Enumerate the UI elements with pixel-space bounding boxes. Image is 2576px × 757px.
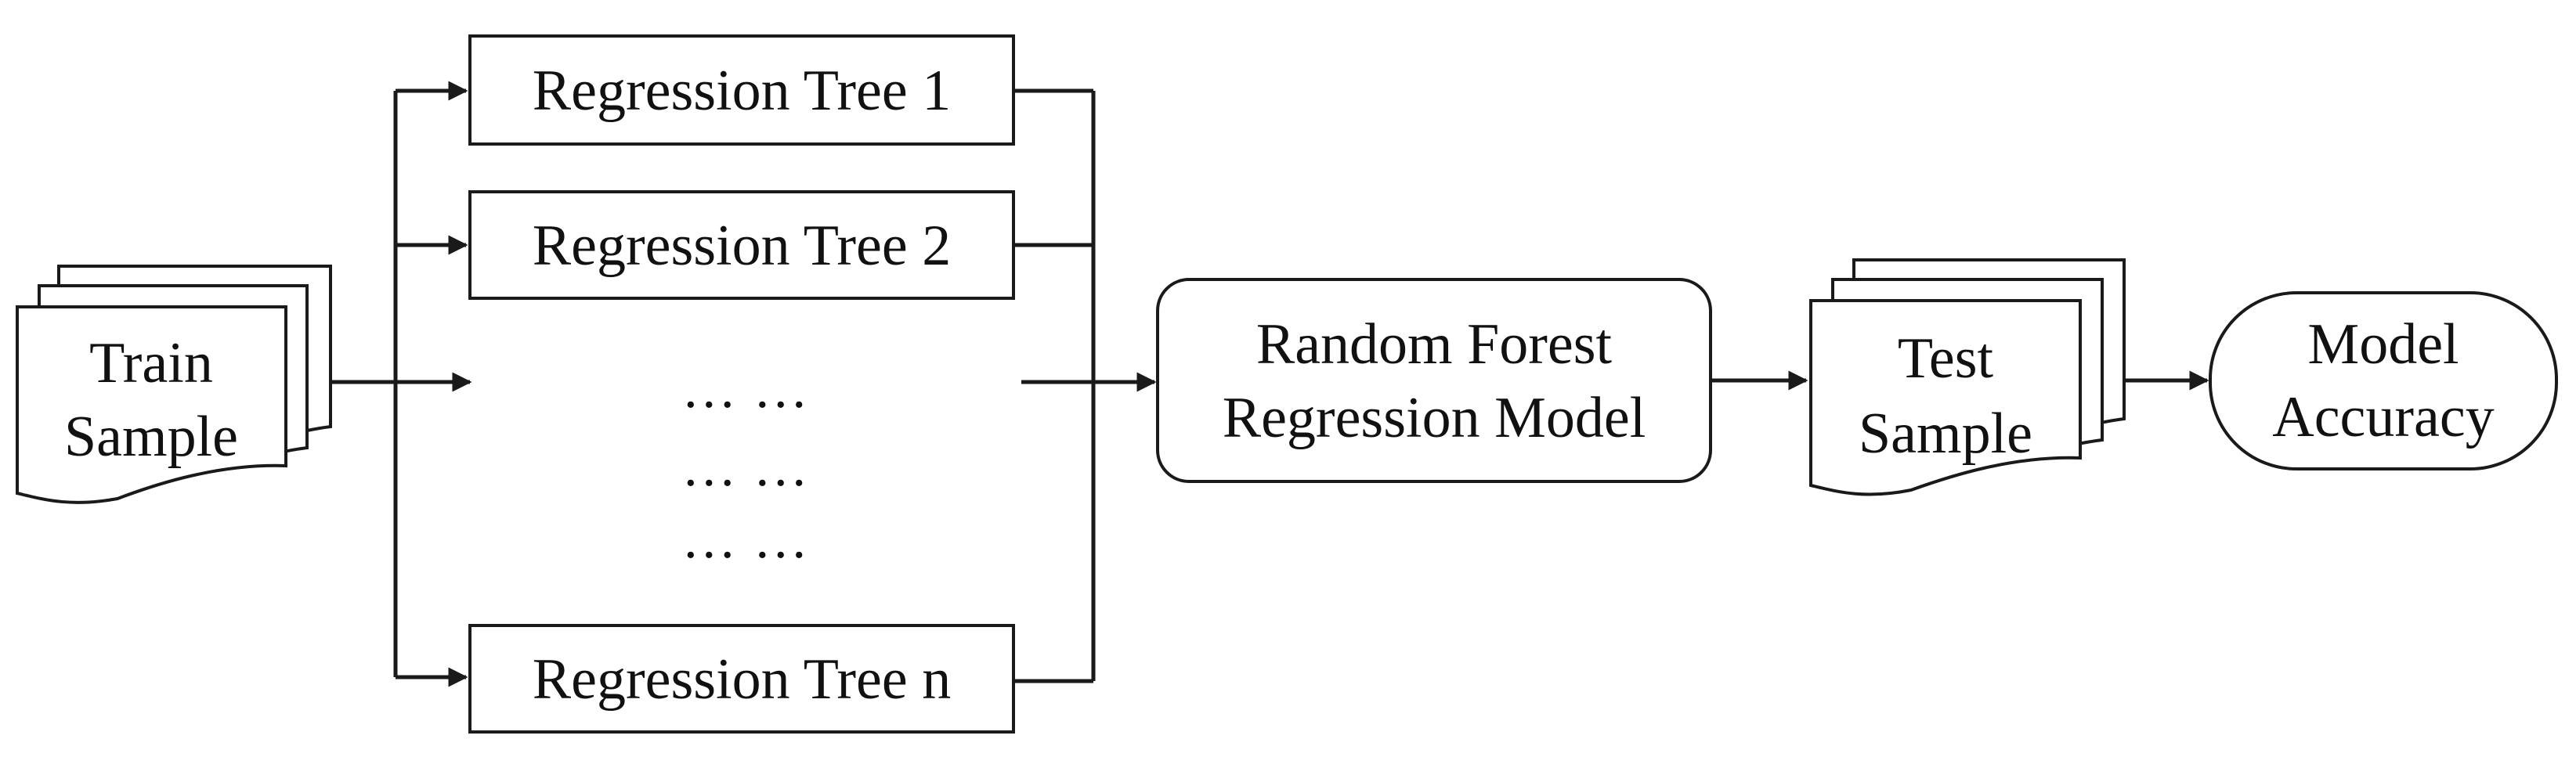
regression-tree-n-label: Regression Tree n (533, 647, 951, 712)
ellipsis-row-3: … … (681, 510, 810, 570)
regression-tree-n-box (468, 624, 1015, 734)
model-accuracy-node: Model Accuracy (2209, 291, 2558, 470)
ellipsis-group: … … … … … … (681, 359, 810, 570)
regression-tree-1-node: Regression Tree 1 (468, 34, 1015, 146)
train-sample-node: Train Sample (16, 265, 332, 504)
splitter-connector (331, 81, 472, 687)
random-forest-model-label-line2: Regression Model (1223, 386, 1646, 450)
merger-connector (1013, 88, 1157, 683)
random-forest-model-label-line1: Random Forest (1256, 312, 1613, 377)
test-sample-label-line2: Sample (1859, 402, 2032, 466)
train-sample-label-line1: Train (89, 331, 213, 395)
model-accuracy-label-line2: Accuracy (2272, 385, 2494, 449)
regression-tree-2-label: Regression Tree 2 (533, 214, 951, 278)
regression-tree-1-label: Regression Tree 1 (533, 59, 951, 123)
random-forest-model-node: Random Forest Regression Model (1156, 278, 1712, 483)
train-sample-page-front (16, 305, 287, 504)
random-forest-model-box (1156, 278, 1712, 483)
regression-tree-2-node: Regression Tree 2 (468, 190, 1015, 300)
model-accuracy-box (2209, 291, 2558, 470)
ellipsis-row-2: … … (681, 438, 810, 498)
train-sample-label-line2: Sample (64, 405, 238, 469)
test-sample-label-line1: Test (1898, 326, 1994, 391)
test-sample-node: Test Sample (1809, 258, 2126, 496)
model-accuracy-label-line1: Model (2307, 312, 2459, 377)
regression-tree-n-node: Regression Tree n (468, 624, 1015, 734)
ellipsis-row-1: … … (681, 359, 810, 420)
test-sample-page-front (1809, 299, 2082, 496)
